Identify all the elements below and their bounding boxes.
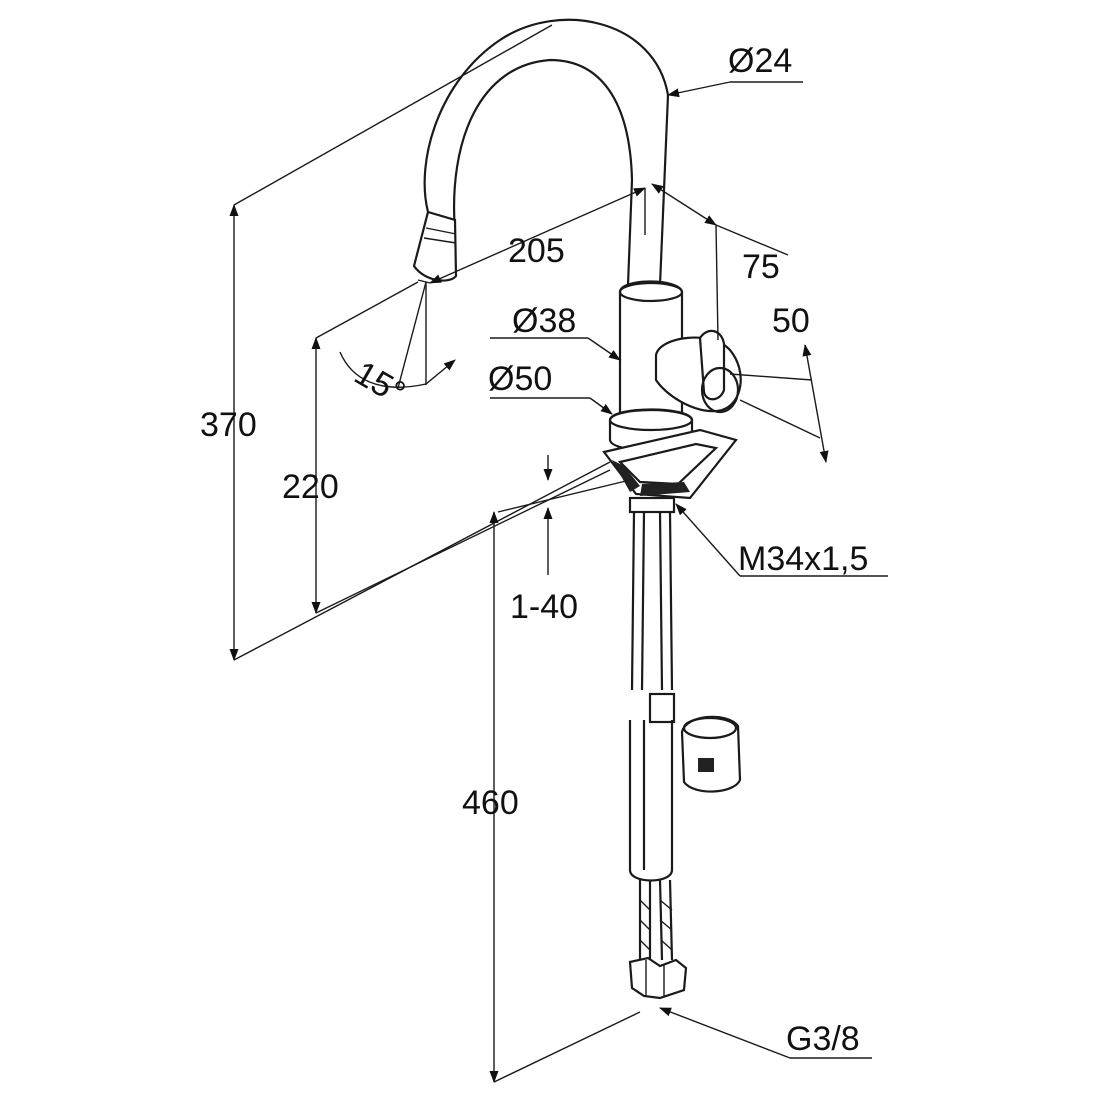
dim-offset-75 — [651, 183, 717, 226]
leader-thread — [675, 503, 741, 577]
connection-nuts — [628, 956, 688, 1000]
angle-spray — [397, 281, 427, 389]
plate-gasket — [612, 460, 640, 492]
angle-arc — [339, 351, 427, 388]
leader-dia-body — [587, 337, 621, 361]
leader-dia-spout — [667, 81, 731, 98]
label-hose-length: 460 — [462, 784, 519, 822]
label-deck-thickness: 1-40 — [510, 588, 578, 626]
thread-shank — [628, 496, 676, 514]
dimension-lines — [229, 24, 888, 1083]
label-offset-50: 50 — [772, 302, 810, 340]
label-angle: 15° — [348, 354, 412, 413]
spout-outer-edge — [423, 18, 670, 213]
dimension-labels: Ø24 205 75 50 Ø38 Ø50 15° 370 220 1-40 M… — [200, 42, 868, 1058]
lever-handle — [698, 329, 726, 401]
dim-offset-50 — [802, 344, 829, 463]
label-dia-spout: Ø24 — [728, 42, 792, 80]
hose-nut — [648, 692, 676, 724]
label-reach: 205 — [508, 232, 565, 270]
pullout-hose — [628, 720, 674, 882]
label-offset-75: 75 — [742, 248, 780, 286]
hose-weight — [680, 715, 742, 793]
label-dia-body: Ø38 — [512, 302, 576, 340]
label-height-spout: 220 — [282, 468, 339, 506]
hose-left — [630, 511, 636, 691]
label-height-total: 370 — [200, 406, 257, 444]
leader-dia-base — [589, 397, 613, 415]
label-dia-base: Ø50 — [488, 360, 552, 398]
hose-right — [658, 511, 664, 691]
spout-inner-edge — [453, 58, 634, 233]
label-connection: G3/8 — [786, 1020, 860, 1058]
label-thread: M34x1,5 — [738, 540, 868, 578]
spray-head — [412, 210, 458, 282]
faucet-outline — [412, 18, 742, 1000]
leader-connection — [659, 1007, 791, 1059]
dim-reach — [429, 187, 646, 284]
